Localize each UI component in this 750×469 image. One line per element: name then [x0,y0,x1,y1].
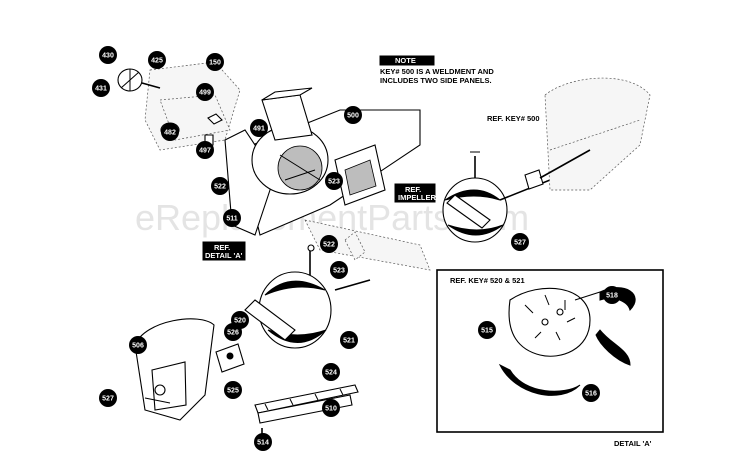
key-number-label: 500 [347,113,359,120]
key-number-506: 506 [129,336,147,354]
ref-detail-label-1: REF. [214,243,230,252]
ref-detail-label-2: DETAIL 'A' [205,251,243,260]
note-line-2: INCLUDES TWO SIDE PANELS. [380,76,492,85]
ref-key-500-label: REF. KEY# 500 [487,114,540,123]
key-number-label: 511 [226,216,237,223]
key-number-491: 491 [250,119,268,137]
note-line-1: KEY# 500 IS A WELDMENT AND [380,67,494,76]
ref-impeller-callout: REF. IMPELLER [394,183,437,203]
key-number-label: 516 [585,391,597,398]
impeller-right [442,151,581,243]
auger-housing [224,87,421,236]
key-number-label: 520 [234,318,246,325]
key-number-label: 482 [164,130,176,137]
key-number-label: 497 [199,148,211,155]
key-number-524: 524 [322,363,340,381]
key-number-label: 510 [325,406,337,413]
key-number-523: 523 [325,172,343,190]
key-number-516: 516 [582,384,600,402]
key-number-label: 430 [102,53,114,60]
key-number-callouts: 430 425 150 431 499 491 482 497 522 500 523 511 527 5… [92,46,621,451]
key-number-500: 500 [344,106,362,124]
key-number-label: 518 [606,293,618,300]
shaft-bearing-right [524,149,591,190]
side-panel [134,318,215,421]
key-number-521: 521 [340,331,358,349]
ref-key-520-521-label: REF. KEY# 520 & 521 [450,276,525,285]
key-number-label: 521 [343,338,355,345]
key-number-label: 527 [514,240,526,247]
key-number-label: 527 [102,396,114,403]
key-number-label: 431 [95,86,107,93]
key-number-518: 518 [603,286,621,304]
key-number-label: 150 [209,60,221,67]
key-number-515: 515 [478,321,496,339]
ref-impeller-label-1: REF. [405,185,421,194]
ref-detail-callout: REF. DETAIL 'A' [202,241,246,261]
chute-crank-ghost [144,61,241,151]
key-number-150: 150 [206,53,224,71]
key-number-527: 527 [511,233,529,251]
ref-impeller-label-2: IMPELLER [398,193,437,202]
key-number-label: 525 [227,388,239,395]
key-number-label: 425 [151,58,163,65]
key-number-label: 523 [333,268,345,275]
key-number-510: 510 [322,399,340,417]
bearing-plate [215,343,245,373]
key-number-431: 431 [92,79,110,97]
note-title: NOTE [395,56,416,65]
key-number-label: 523 [328,179,340,186]
key-number-522: 522 [320,235,338,253]
note-box: NOTE KEY# 500 IS A WELDMENT AND INCLUDES… [379,55,494,85]
auger-left [244,244,371,349]
key-number-430: 430 [99,46,117,64]
key-number-499: 499 [196,83,214,101]
detail-a-inset: REF. KEY# 520 & 521 DETAIL 'A' [436,269,664,448]
key-number-522: 522 [211,177,229,195]
key-number-label: 506 [132,343,144,350]
key-number-label: 522 [214,184,226,191]
key-number-label: 499 [199,90,211,97]
key-number-525: 525 [224,381,242,399]
key-number-425: 425 [148,51,166,69]
key-number-523: 523 [330,261,348,279]
key-number-482: 482 [161,123,179,141]
key-number-label: 491 [253,126,265,133]
key-number-497: 497 [196,141,214,159]
housing-right-ghost [544,77,651,191]
key-number-label: 522 [323,242,335,249]
crank-handle [117,68,161,92]
key-number-511: 511 [223,209,241,227]
key-number-527: 527 [99,389,117,407]
detail-a-caption: DETAIL 'A' [614,439,652,448]
key-number-label: 526 [227,330,239,337]
key-number-label: 515 [481,328,493,335]
key-number-label: 514 [257,440,269,447]
shave-plate [254,384,359,424]
auger-shaft-ghost [304,219,431,271]
key-number-526: 526 [224,323,242,341]
key-number-514: 514 [254,433,272,451]
key-number-label: 524 [325,370,337,377]
